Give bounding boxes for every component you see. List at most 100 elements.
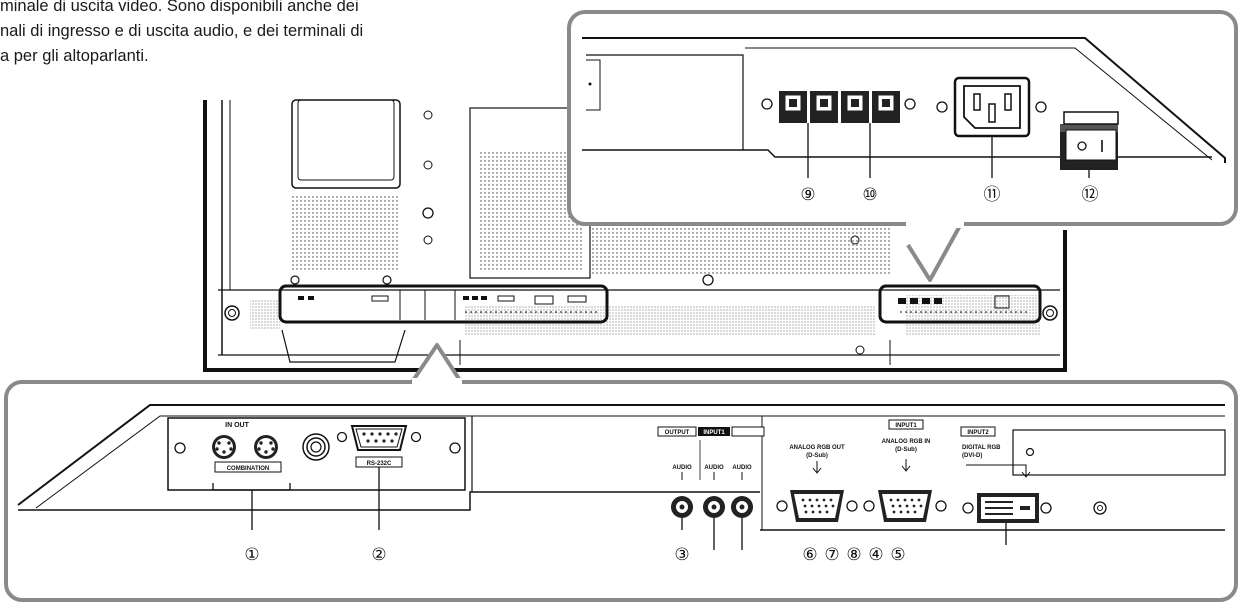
vent-grille-center bbox=[478, 150, 583, 272]
mount-bracket-left-inner bbox=[297, 99, 395, 181]
intro-line-2: nali di ingresso e di uscita audio, e de… bbox=[0, 22, 364, 40]
output-label: OUTPUT bbox=[665, 430, 690, 436]
audio-label-1: AUDIO bbox=[672, 465, 692, 471]
mount-hole-icon bbox=[850, 235, 860, 245]
screw-icon bbox=[904, 98, 916, 110]
power-panel-zoom: ⑨ ⑩ ⑪ ⑫ bbox=[567, 10, 1238, 282]
screw-icon bbox=[1046, 309, 1054, 317]
screw-icon bbox=[936, 101, 948, 113]
power-strip-mini bbox=[898, 295, 1030, 313]
digital-rgb-sub: (DVI-D) bbox=[962, 453, 982, 459]
digital-rgb-label: DIGITAL RGB bbox=[962, 445, 1001, 451]
screw-icon bbox=[224, 305, 240, 321]
screw-icon bbox=[1035, 101, 1047, 113]
panel-top-edge bbox=[582, 37, 1226, 163]
zoom-frame-gap-bottom bbox=[412, 378, 462, 388]
audio-label-3: AUDIO bbox=[732, 465, 752, 471]
monitor-outer-frame bbox=[203, 100, 1067, 372]
intro-line-1: minale di uscita video. Sono disponibili… bbox=[0, 0, 359, 15]
combination-label: COMBINATION bbox=[227, 466, 270, 472]
port-strip-highlight-power bbox=[878, 284, 1042, 324]
monitor-rear-view bbox=[203, 99, 1067, 372]
screw-icon bbox=[449, 442, 461, 454]
intro-text: minale di uscita video. Sono disponibili… bbox=[0, 0, 520, 69]
audio-output-jack bbox=[671, 496, 693, 518]
mount-hole-icon bbox=[423, 235, 433, 245]
screw-icon bbox=[422, 207, 434, 219]
vent-grille-bottom-left bbox=[250, 300, 280, 330]
ground-screw-icon bbox=[1093, 501, 1107, 515]
combination-out-port bbox=[254, 435, 278, 459]
panel-side-cover bbox=[586, 54, 744, 150]
vent-grille-bottom bbox=[465, 305, 875, 335]
ac-power-inlet bbox=[936, 76, 1047, 138]
screw-icon bbox=[228, 309, 236, 317]
audio-label-2: AUDIO bbox=[704, 465, 724, 471]
connector-panel-top-edge-2 bbox=[35, 415, 1225, 509]
connector-panel-top-edge bbox=[17, 404, 1225, 506]
port-strip-mini bbox=[298, 290, 600, 320]
panel-bottom-edge bbox=[582, 149, 1212, 158]
callout-6: ⑥ bbox=[802, 545, 817, 565]
callout-11: ⑪ bbox=[984, 185, 1001, 205]
callout-7: ⑦ bbox=[824, 545, 839, 565]
analog-rgb-in-label: ANALOG RGB IN bbox=[882, 439, 931, 445]
bottom-rail-ticks bbox=[459, 340, 891, 365]
rs232c-port bbox=[336, 425, 422, 451]
audio-input-jack-1 bbox=[703, 496, 725, 518]
mount-hole-icon bbox=[855, 345, 865, 355]
mount-bracket-left bbox=[291, 99, 401, 189]
screw-icon bbox=[702, 274, 714, 286]
zoom-pointer-top bbox=[906, 221, 964, 282]
analog-rgb-in-sub: (D-Sub) bbox=[895, 447, 917, 453]
digital-rgb-dvi-port bbox=[962, 493, 1052, 523]
callout-9: ⑨ bbox=[800, 185, 815, 205]
audio-input-jack-2 bbox=[731, 496, 753, 518]
main-power-switch bbox=[1060, 111, 1119, 170]
callout-10: ⑩ bbox=[862, 185, 877, 205]
panel-latch bbox=[586, 59, 601, 111]
screw-icon bbox=[290, 275, 300, 285]
screw-icon bbox=[1042, 305, 1058, 321]
input2-label: INPUT2 bbox=[967, 430, 989, 436]
round-jack bbox=[302, 433, 330, 461]
connector-panel-zoom: IN OUT COMBINATION bbox=[4, 343, 1238, 602]
zoom-frame-gap bbox=[906, 218, 964, 228]
connector-panel-bottom-edge bbox=[18, 491, 760, 511]
screw-icon bbox=[382, 275, 392, 285]
combination-in-port bbox=[212, 435, 236, 459]
stand-foot bbox=[281, 329, 406, 363]
intro-line-3: a per gli altoparlanti. bbox=[0, 47, 149, 65]
speaker-terminal bbox=[872, 91, 900, 123]
vent-grille-left bbox=[290, 195, 400, 270]
zoom-frame-top bbox=[567, 10, 1238, 226]
analog-rgb-out-label: ANALOG RGB OUT bbox=[789, 445, 845, 451]
port-strip-highlight-main bbox=[278, 284, 609, 324]
speaker-terminal bbox=[810, 91, 838, 123]
callout-2: ② bbox=[371, 545, 386, 565]
speaker-terminal bbox=[779, 91, 807, 123]
callout-5: ⑤ bbox=[890, 545, 905, 565]
screw-icon bbox=[1025, 447, 1035, 457]
callout-1: ① bbox=[244, 545, 259, 565]
callout-3: ③ bbox=[674, 545, 689, 565]
callout-12: ⑫ bbox=[1082, 185, 1099, 205]
panel-top-edge-2 bbox=[745, 47, 1213, 161]
analog-rgb-in-port bbox=[863, 490, 947, 522]
speaker-terminals bbox=[761, 91, 916, 123]
speaker-terminal bbox=[841, 91, 869, 123]
callout-4: ④ bbox=[868, 545, 883, 565]
input1-label: INPUT1 bbox=[895, 423, 917, 429]
input-label: INPUT1 bbox=[703, 430, 725, 436]
rs232c-label: RS-232C bbox=[367, 461, 392, 467]
mount-hole-icon bbox=[423, 160, 433, 170]
zoom-pointer-bottom bbox=[408, 343, 465, 387]
screw-icon bbox=[174, 442, 186, 454]
zoom-frame-bottom bbox=[4, 380, 1238, 602]
analog-rgb-out-sub: (D-Sub) bbox=[806, 453, 828, 459]
callout-8: ⑧ bbox=[846, 545, 861, 565]
screw-icon bbox=[761, 98, 773, 110]
in-out-label: IN OUT bbox=[225, 422, 249, 429]
analog-rgb-out-port bbox=[776, 490, 858, 522]
